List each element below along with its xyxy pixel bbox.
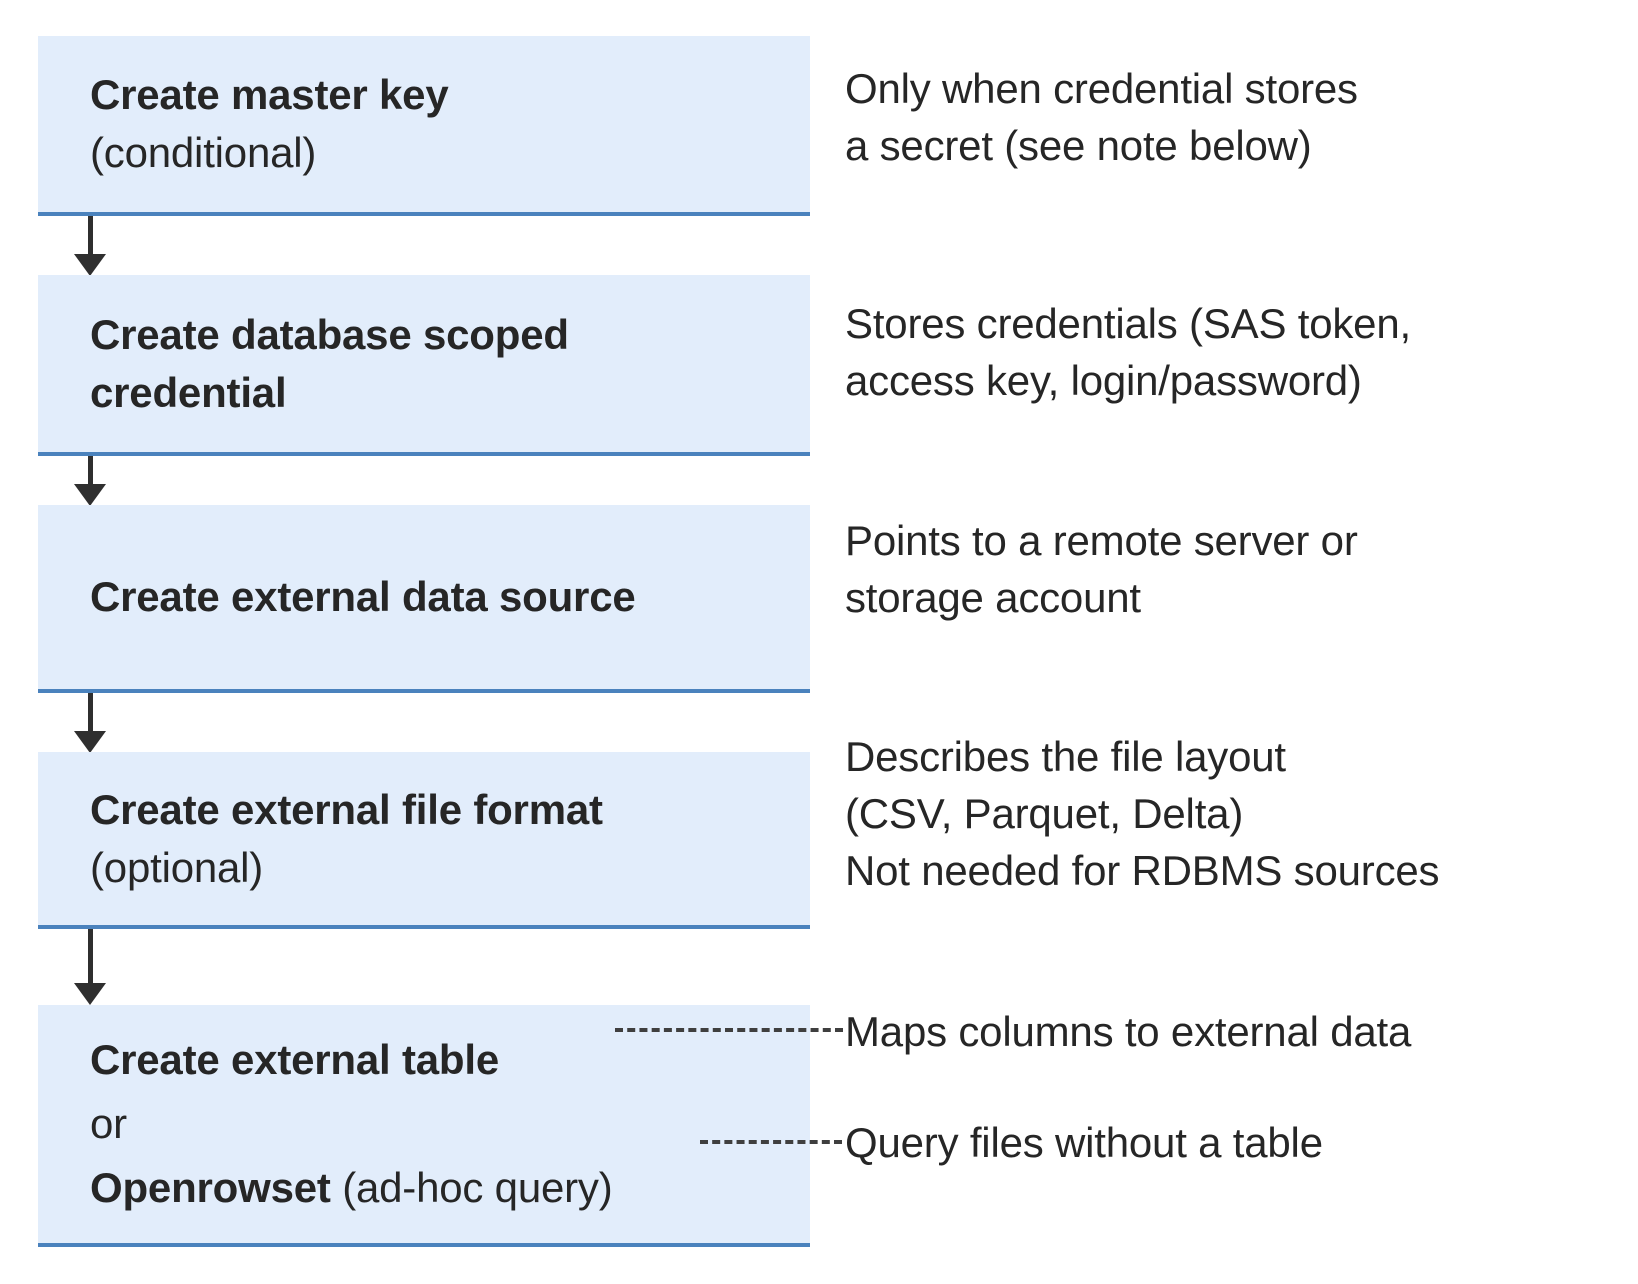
step-box-text-group: Create external table or Openrowset (ad-…: [38, 1028, 810, 1220]
description-line: access key, login/password): [845, 357, 1362, 404]
step-title-db-scoped-credential-line2: credential: [90, 368, 287, 416]
arrow-head: [74, 983, 106, 1005]
step-box-create-database-scoped-credential[interactable]: Create database scoped credential: [38, 275, 810, 456]
description-line: Points to a remote server or: [845, 517, 1358, 564]
arrow-stem: [88, 456, 93, 486]
step-box-text-group: Create external data source: [38, 568, 810, 626]
dashed-leader-external-table: [615, 1028, 843, 1032]
step-box-create-external-file-format[interactable]: Create external file format (optional): [38, 752, 810, 929]
arrow-stem: [88, 693, 93, 733]
step-subtitle-external-file-format: (optional): [90, 843, 264, 891]
description-line: Not needed for RDBMS sources: [845, 847, 1440, 894]
step-title-external-data-source: Create external data source: [90, 573, 636, 620]
dashed-leader-openrowset: [700, 1140, 842, 1144]
step-box-text-group: Create master key (conditional): [38, 66, 810, 182]
step-subtitle-openrowset: (ad-hoc query): [330, 1164, 613, 1211]
arrow-head: [74, 484, 106, 506]
step-box-text-group: Create database scoped credential: [38, 306, 810, 422]
step-title-openrowset: Openrowset: [90, 1164, 331, 1211]
description-line: Stores credentials (SAS token,: [845, 300, 1411, 347]
description-external-table: Maps columns to external data: [845, 1003, 1411, 1060]
step-box-text-group: Create external file format (optional): [38, 781, 810, 897]
step-subtitle-master-key: (conditional): [90, 129, 317, 176]
step-title-external-table: Create external table: [90, 1036, 499, 1083]
arrow-down-icon-2: [74, 456, 106, 506]
step-title-openrowset-row: Openrowset (ad-hoc query): [90, 1156, 794, 1220]
step-box-create-master-key[interactable]: Create master key (conditional): [38, 36, 810, 216]
description-line: a secret (see note below): [845, 122, 1312, 169]
description-openrowset: Query files without a table: [845, 1114, 1323, 1171]
arrow-head: [74, 731, 106, 753]
description-external-data-source: Points to a remote server or storage acc…: [845, 512, 1358, 626]
description-line: Only when credential stores: [845, 65, 1358, 112]
description-line: Query files without a table: [845, 1119, 1323, 1166]
description-line: (CSV, Parquet, Delta): [845, 790, 1244, 837]
step-title-master-key: Create master key: [90, 71, 449, 118]
description-line: Maps columns to external data: [845, 1008, 1412, 1055]
description-database-scoped-credential: Stores credentials (SAS token, access ke…: [845, 295, 1411, 409]
arrow-down-icon-1: [74, 216, 106, 276]
description-external-file-format: Describes the file layout (CSV, Parquet,…: [845, 728, 1440, 899]
arrow-stem: [88, 929, 93, 985]
step-box-create-external-table-or-openrowset[interactable]: Create external table or Openrowset (ad-…: [38, 1005, 810, 1247]
arrow-head: [74, 254, 106, 276]
description-line: storage account: [845, 574, 1141, 621]
step-conjunction-or: or: [90, 1100, 127, 1147]
step-title-external-file-format: Create external file format: [90, 785, 603, 833]
step-title-db-scoped-credential-line1: Create database scoped: [90, 310, 569, 358]
arrow-down-icon-3: [74, 693, 106, 753]
description-line: Describes the file layout: [845, 733, 1286, 780]
arrow-down-icon-4: [74, 929, 106, 1006]
step-box-create-external-data-source[interactable]: Create external data source: [38, 505, 810, 693]
arrow-stem: [88, 216, 93, 256]
description-master-key: Only when credential stores a secret (se…: [845, 60, 1358, 174]
